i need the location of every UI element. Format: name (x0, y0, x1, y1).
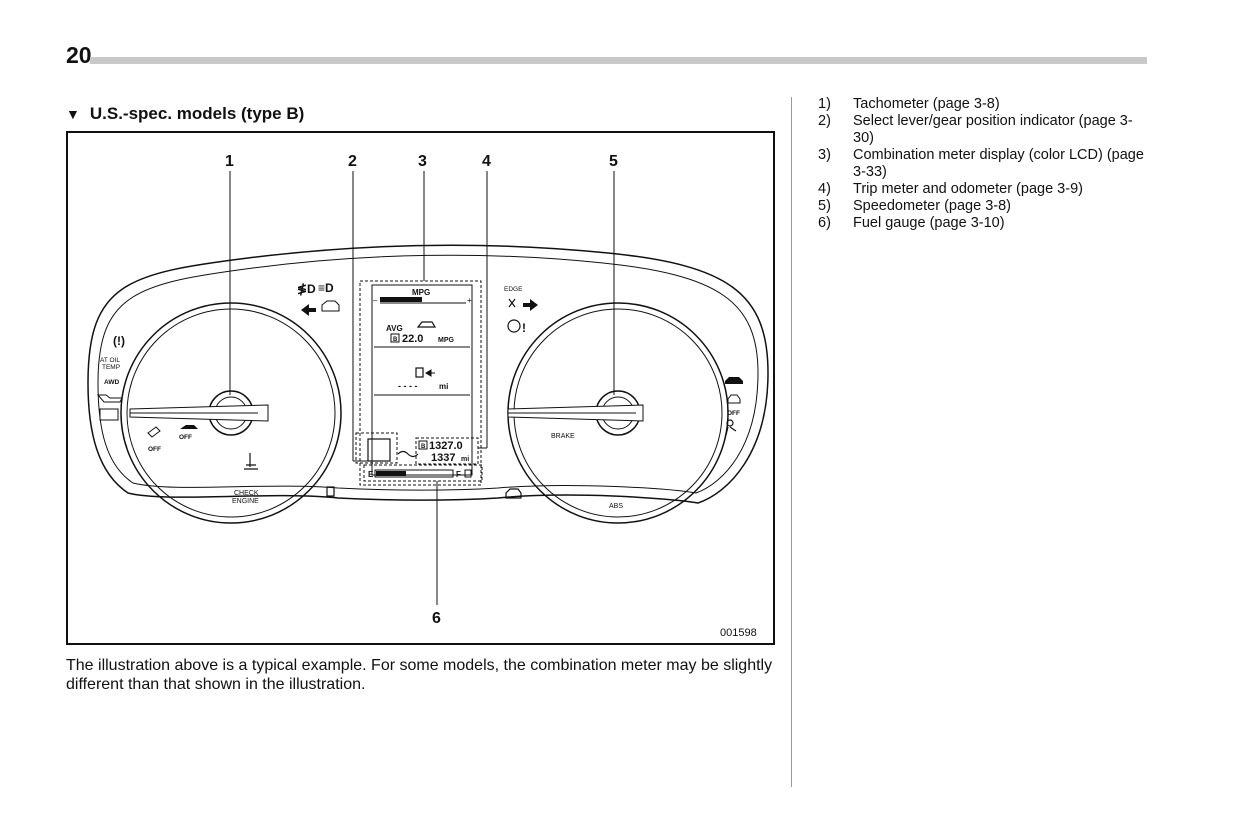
high-beam-icon: ≡D (318, 281, 334, 295)
header-rule (90, 57, 1147, 64)
tachometer-outer-ring (120, 302, 342, 524)
lcd-screen (371, 284, 473, 476)
lcd-range-fuel-icon (415, 367, 424, 378)
cluster-outer-housing (87, 244, 769, 504)
hill-descent-icon (321, 300, 340, 312)
callout-6: 6 (432, 610, 441, 627)
gear-indicator-box (367, 438, 391, 462)
fuel-door-icon (326, 486, 335, 497)
turn-right-arrow-icon (523, 299, 538, 311)
seatbelt-icon (508, 298, 516, 308)
eyesight-off-icon (180, 425, 198, 429)
legend-text: Fuel gauge (page 3-10) (853, 215, 1005, 231)
lcd-range-unit: mi (439, 382, 448, 391)
legend-text: Tachometer (page 3-8) (853, 96, 1000, 112)
lcd-dashed-border (359, 280, 482, 486)
legend-text: Select lever/gear position indicator (pa… (853, 113, 1133, 146)
fuel-pump-icon (464, 469, 472, 478)
legend-number: 2) (818, 113, 831, 129)
legend-number: 4) (818, 181, 831, 197)
legend-number: 3) (818, 147, 831, 163)
eyesight-off-label: OFF (179, 434, 192, 441)
lcd-range-dashes: - - - - (398, 381, 418, 391)
security-car-icon (505, 488, 522, 499)
section-title: U.S.-spec. models (type B) (89, 104, 305, 123)
legend-number: 6) (818, 215, 831, 231)
section-heading: ▼ U.S.-spec. models (type B) (66, 104, 304, 124)
lcd-avg-badge: B (393, 337, 398, 343)
column-divider (791, 97, 792, 787)
figure-caption: The illustration above is a typical exam… (66, 657, 773, 693)
lcd-scale-plus: + (467, 296, 472, 305)
lcd-mpg-bar (380, 297, 422, 302)
edge-label: EDGE (504, 286, 523, 293)
figure-id: 001598 (720, 627, 757, 639)
turn-left-arrow-icon (301, 304, 316, 316)
lcd-avg-value: 22.0 (402, 333, 423, 345)
callout-5: 5 (609, 153, 618, 170)
lcd-mpg-label: MPG (412, 288, 430, 297)
awd-label: AWD (104, 379, 119, 386)
cluster-illustration: MPG – + AVG B 22.0 MPG - - - - mi B 1327… (87, 153, 769, 639)
coolant-temp-icon (244, 453, 258, 470)
abs-label: ABS (609, 503, 623, 510)
lcd-scale-minus: – (373, 296, 378, 305)
trip-value: 1327.0 (429, 440, 463, 452)
fuel-empty-label: E (368, 470, 374, 479)
vdc-off-label: OFF (148, 446, 161, 453)
svg-text:!: ! (522, 321, 526, 335)
callout-1: 1 (225, 153, 234, 170)
tire-pressure-icon: (!) (113, 334, 125, 348)
brake-label: BRAKE (551, 433, 575, 440)
lcd-avg-unit: MPG (438, 337, 455, 344)
lcd-avg-label: AVG (386, 324, 403, 333)
front-fog-icon: ≸D (297, 282, 316, 296)
fuel-gauge-fill (376, 471, 406, 476)
legend-text: Combination meter display (color LCD) (p… (853, 147, 1144, 180)
trip-badge: B (421, 444, 426, 450)
right-off-label: OFF (727, 410, 740, 417)
legend-text: Trip meter and odometer (page 3-9) (853, 181, 1083, 197)
legend-item: 4) Trip meter and odometer (page 3-9) (818, 181, 1148, 198)
srs-rear-icon (725, 377, 743, 384)
road-condition-icon (397, 450, 419, 458)
odometer-unit: mi (461, 456, 469, 463)
section-marker-icon: ▼ (66, 106, 80, 122)
cluster-inner-housing (97, 254, 759, 494)
callout-2: 2 (348, 153, 357, 170)
vdc-off-icon (147, 426, 161, 438)
legend-item: 3) Combination meter display (color LCD)… (818, 147, 1148, 181)
page-number: 20 (66, 42, 92, 68)
legend-item: 2) Select lever/gear position indicator … (818, 113, 1148, 147)
instrument-cluster-figure: MPG – + AVG B 22.0 MPG - - - - mi B 1327… (66, 131, 775, 645)
tachometer-inner-ring (126, 308, 336, 518)
airbag-icon (725, 419, 737, 436)
legend-number: 1) (818, 96, 831, 112)
oil-pressure-icon (96, 394, 123, 403)
lcd-car-fuel-icon (416, 321, 437, 328)
figure-legend: 1) Tachometer (page 3-8) 2) Select lever… (818, 96, 1148, 232)
power-steering-icon (507, 319, 521, 333)
legend-text: Speedometer (page 3-8) (853, 198, 1011, 214)
srs-off-icon (727, 394, 741, 404)
legend-item: 6) Fuel gauge (page 3-10) (818, 215, 1148, 232)
fuel-full-label: F (456, 470, 461, 479)
lcd-range-arrow-icon (425, 369, 435, 377)
odometer-value: 1337 (431, 452, 455, 464)
legend-item: 5) Speedometer (page 3-8) (818, 198, 1148, 215)
callout-3: 3 (418, 153, 427, 170)
legend-number: 5) (818, 198, 831, 214)
legend-item: 1) Tachometer (page 3-8) (818, 96, 1148, 113)
fuel-gauge-bar (374, 469, 454, 478)
battery-icon (99, 408, 119, 421)
callout-4: 4 (482, 153, 491, 170)
